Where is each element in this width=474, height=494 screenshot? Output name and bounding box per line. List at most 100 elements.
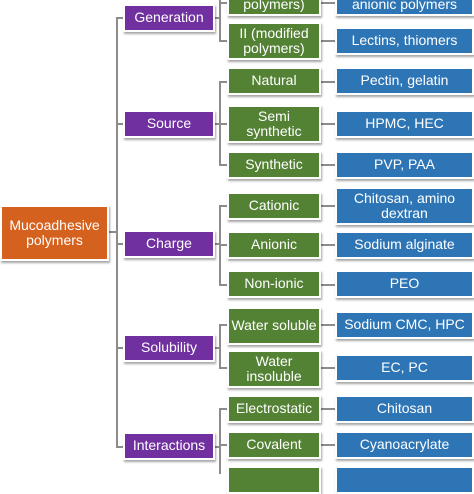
type-label: Synthetic xyxy=(245,156,303,173)
type-label: polymers) xyxy=(243,0,305,12)
type-cationic: Cationic xyxy=(227,192,321,220)
interactions-out xyxy=(213,446,221,448)
category-label: Source xyxy=(146,115,192,132)
type-synthetic: Synthetic xyxy=(227,151,321,179)
source-connector xyxy=(116,123,125,125)
type-natural: Natural xyxy=(227,67,321,95)
example-non-ionic: PEO xyxy=(335,270,474,298)
category-label: Interactions xyxy=(132,437,206,454)
example-partial-box xyxy=(335,466,474,494)
example-water-insoluble: EC, PC xyxy=(335,354,474,382)
type-water-insoluble: Water insoluble xyxy=(227,350,321,388)
type-electrostatic: Electrostatic xyxy=(227,395,321,423)
example-synthetic: PVP, PAA xyxy=(335,151,474,179)
category-label: Solubility xyxy=(140,339,198,356)
type-partial-box xyxy=(227,466,321,494)
generation-link-2 xyxy=(319,40,337,42)
example-cationic: Chitosan, amino dextran xyxy=(335,187,474,225)
type-non-ionic: Non-ionic xyxy=(227,270,321,298)
example-label: Pectin, gelatin xyxy=(360,72,449,89)
type-label: Anionic xyxy=(251,236,297,253)
example-natural: Pectin, gelatin xyxy=(335,67,474,95)
type-label: Water soluble xyxy=(231,317,317,334)
charge-tick-2 xyxy=(219,244,229,246)
example-label: PVP, PAA xyxy=(374,156,435,173)
example-anionic: Sodium alginate xyxy=(335,231,474,259)
example-covalent: Cyanoacrylate xyxy=(335,431,474,459)
example-label: Chitosan xyxy=(376,400,433,417)
example-label: Lectins, thiomers xyxy=(351,32,458,49)
source-tick-3 xyxy=(219,164,229,166)
interactions-tick-2 xyxy=(219,444,229,446)
generation-link-1 xyxy=(319,2,337,4)
root-connector xyxy=(107,231,118,233)
generation-connector xyxy=(116,17,125,19)
solubility-tick-2 xyxy=(219,367,229,369)
interactions-tick-1 xyxy=(219,408,229,410)
type-label: Electrostatic xyxy=(235,400,313,417)
type-label: Water insoluble xyxy=(246,352,302,384)
example-label: Sodium alginate xyxy=(354,236,455,253)
type-label: Cationic xyxy=(248,197,300,214)
category-label: Generation xyxy=(134,9,204,26)
category-charge: Charge xyxy=(123,230,215,258)
type-label: Natural xyxy=(251,72,297,89)
type-label: II (modified polymers) xyxy=(239,24,309,56)
interactions-connector xyxy=(116,446,125,448)
example-label: HPMC, HEC xyxy=(365,115,444,132)
root-label: Mucoadhesive polymers xyxy=(9,216,100,248)
solubility-out xyxy=(213,347,221,349)
category-solubility: Solubility xyxy=(123,334,215,362)
type-label: Non-ionic xyxy=(244,275,304,292)
charge-tick-3 xyxy=(219,284,229,286)
generation-spine xyxy=(219,0,221,42)
example-generation-1: anionic polymers xyxy=(335,0,474,16)
example-label: EC, PC xyxy=(381,359,428,376)
type-covalent: Covalent xyxy=(227,431,321,459)
category-source: Source xyxy=(123,110,215,138)
source-link-3 xyxy=(319,164,337,166)
charge-link-3 xyxy=(319,284,337,286)
generation-tick-1 xyxy=(219,2,229,4)
solubility-connector xyxy=(116,347,125,349)
charge-tick-1 xyxy=(219,205,229,207)
example-water-soluble: Sodium CMC, HPC xyxy=(335,311,474,339)
source-link-2 xyxy=(319,123,337,125)
example-semi-synthetic: HPMC, HEC xyxy=(335,110,474,138)
charge-connector xyxy=(116,243,125,245)
category-label: Charge xyxy=(146,235,192,252)
type-water-soluble: Water soluble xyxy=(227,307,321,345)
generation-tick-2 xyxy=(219,40,229,42)
category-generation: Generation xyxy=(123,4,215,32)
generation-out xyxy=(213,17,221,19)
charge-link-2 xyxy=(319,244,337,246)
root-node: Mucoadhesive polymers xyxy=(0,205,109,261)
solubility-spine xyxy=(219,324,221,369)
example-label: Chitosan, amino dextran xyxy=(353,189,456,221)
type-label: Semi synthetic xyxy=(246,107,302,139)
charge-link-1 xyxy=(319,205,337,207)
example-label: Sodium CMC, HPC xyxy=(344,316,465,333)
source-tick-2 xyxy=(219,123,229,125)
example-label: Cyanoacrylate xyxy=(359,436,450,453)
example-label: anionic polymers xyxy=(351,0,458,12)
root-trunk xyxy=(116,17,118,447)
source-out xyxy=(213,123,221,125)
type-generation-1: polymers) xyxy=(227,0,321,16)
example-label: PEO xyxy=(389,275,420,292)
solubility-tick-1 xyxy=(219,324,229,326)
type-generation-2: II (modified polymers) xyxy=(227,22,321,60)
source-link-1 xyxy=(319,81,337,83)
source-tick-1 xyxy=(219,81,229,83)
interactions-link-1 xyxy=(319,408,337,410)
type-anionic: Anionic xyxy=(227,231,321,259)
type-label: Covalent xyxy=(246,436,302,453)
example-electrostatic: Chitosan xyxy=(335,395,474,423)
type-semi-synthetic: Semi synthetic xyxy=(227,105,321,143)
example-generation-2: Lectins, thiomers xyxy=(335,27,474,55)
solubility-link-2 xyxy=(319,367,337,369)
solubility-link-1 xyxy=(319,324,337,326)
interactions-link-2 xyxy=(319,444,337,446)
charge-out xyxy=(213,243,221,245)
interactions-spine xyxy=(219,408,221,474)
